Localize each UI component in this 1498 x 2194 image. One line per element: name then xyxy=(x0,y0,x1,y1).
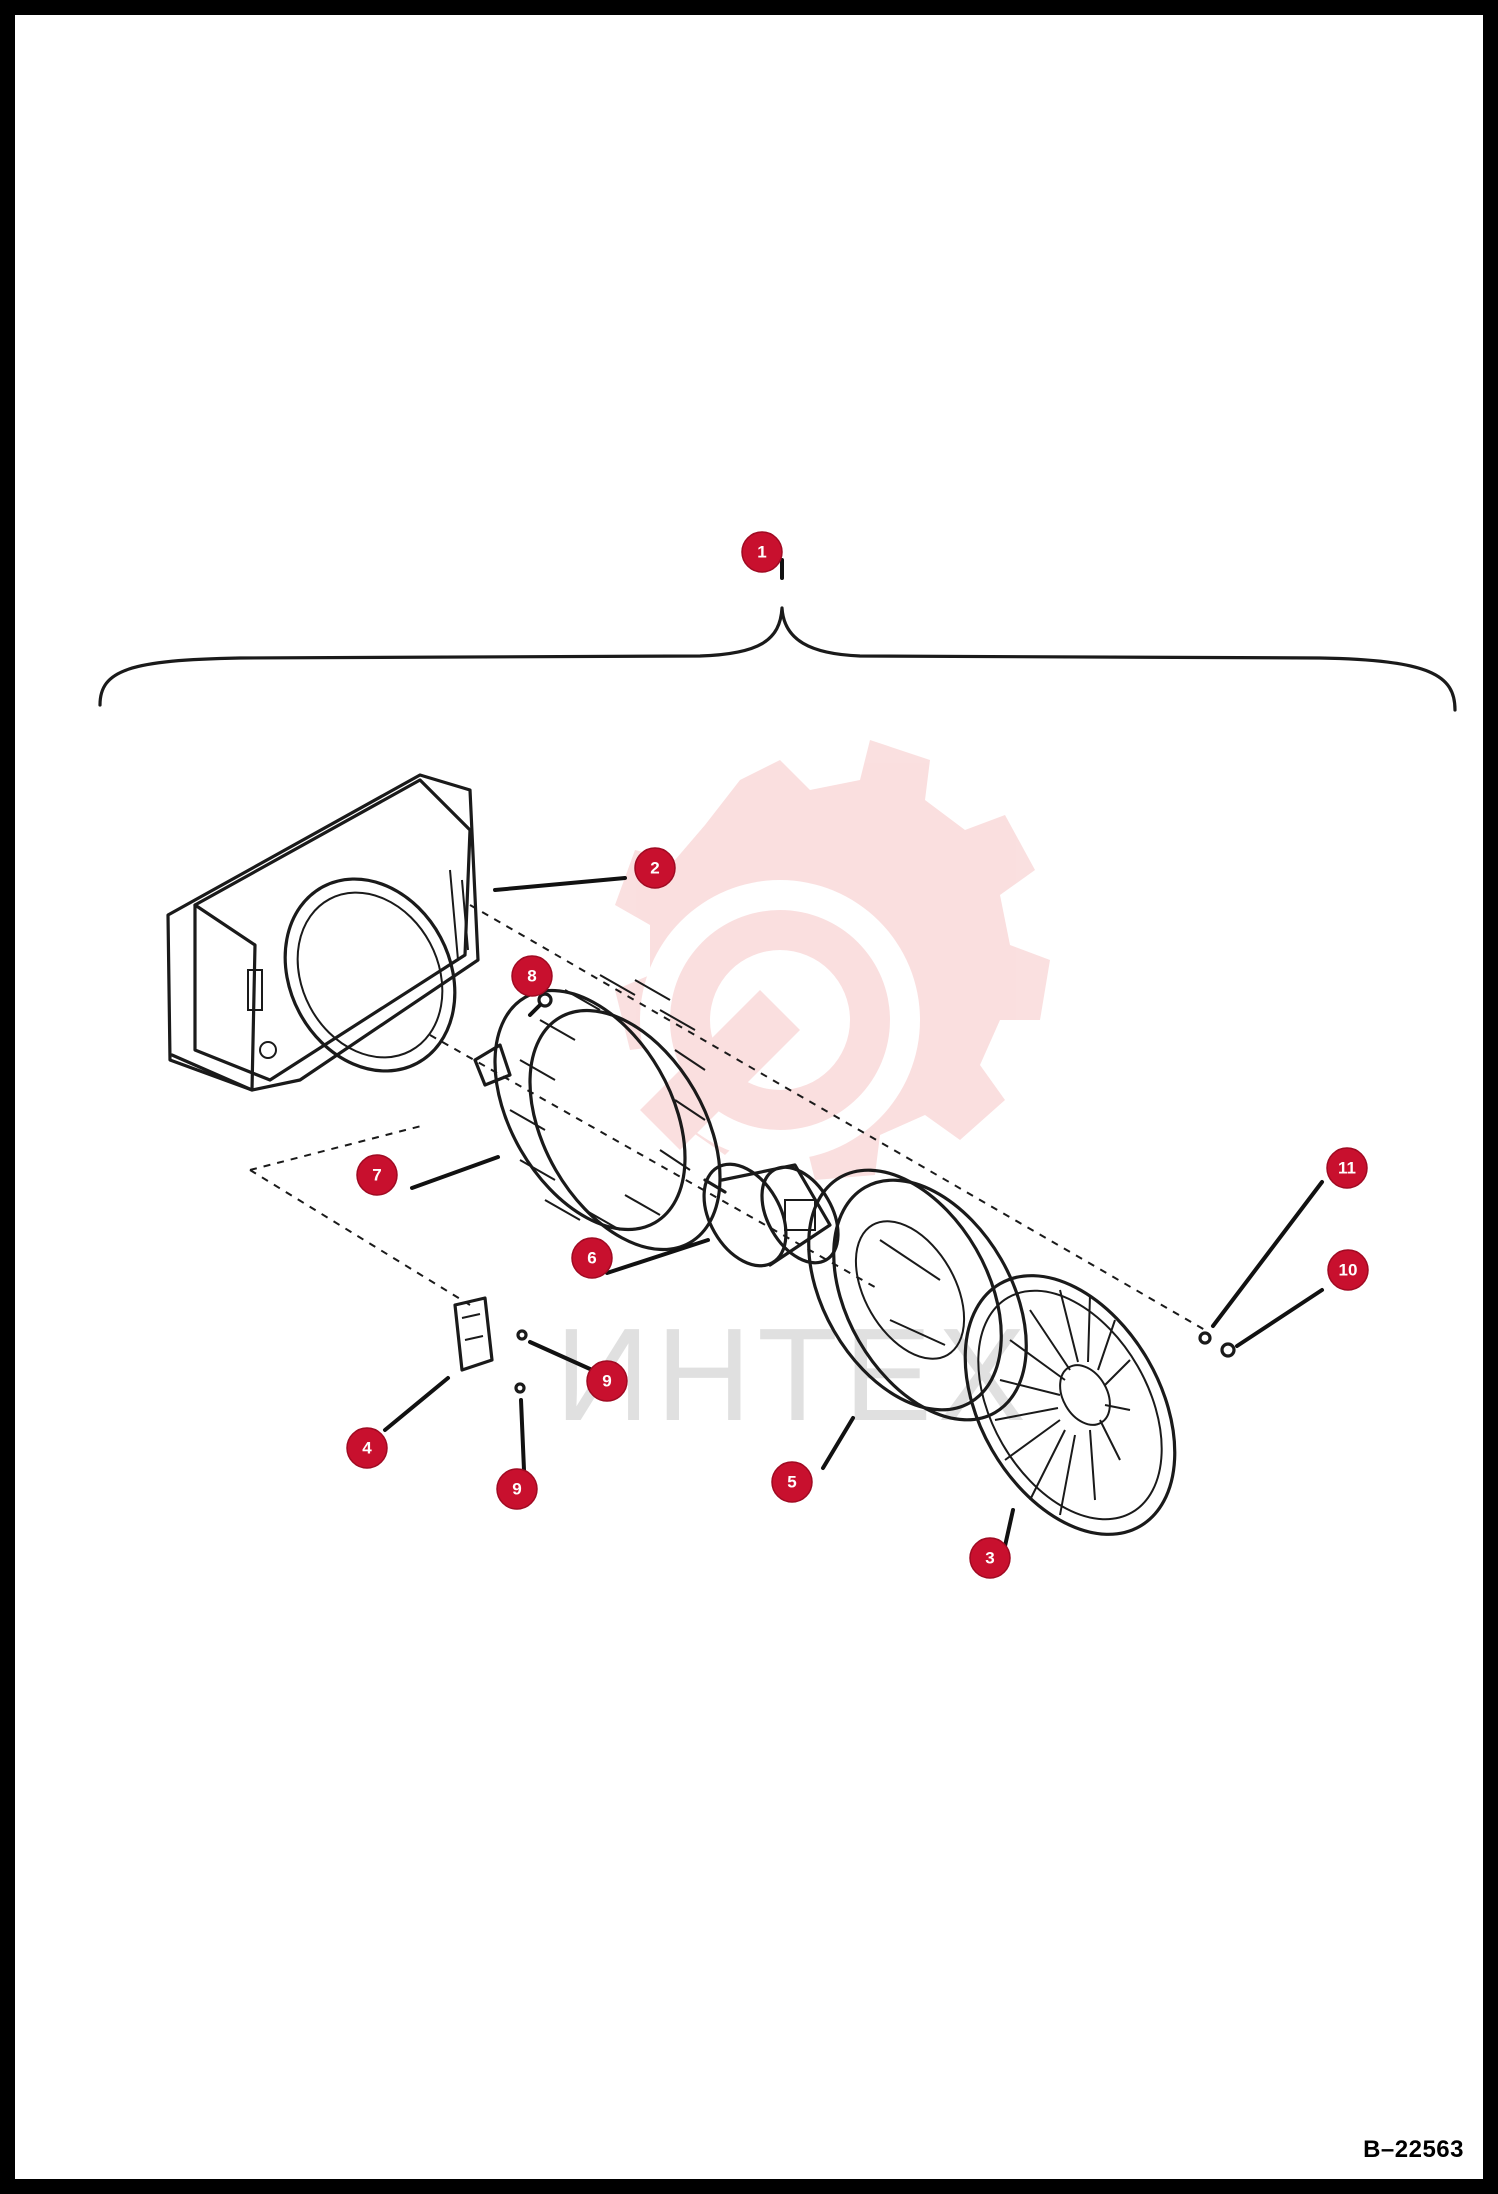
callout-9b: 9 xyxy=(496,1468,538,1510)
leader-lines xyxy=(383,876,1324,1557)
rear-housing xyxy=(807,1168,1028,1422)
leader-9b xyxy=(519,1398,526,1472)
svg-text:4: 4 xyxy=(362,1439,372,1458)
leader-5 xyxy=(821,1416,855,1470)
drawing-number: B–22563 xyxy=(1363,2136,1464,2163)
svg-text:3: 3 xyxy=(985,1549,994,1568)
callout-10: 10 xyxy=(1327,1249,1369,1291)
blower-wheel xyxy=(473,974,722,1252)
watermark-gear-logo xyxy=(615,740,1050,1180)
centerline-lower xyxy=(249,1124,471,1306)
bolt-11-head xyxy=(1198,1331,1212,1345)
callout-4: 4 xyxy=(346,1427,388,1469)
svg-text:2: 2 xyxy=(650,859,659,878)
svg-text:10: 10 xyxy=(1339,1261,1358,1280)
callout-7: 7 xyxy=(356,1154,398,1196)
nut-8 xyxy=(537,992,553,1008)
svg-text:9: 9 xyxy=(512,1480,521,1499)
leader-4 xyxy=(383,1376,450,1432)
motor xyxy=(702,1162,840,1268)
leader-8 xyxy=(528,1003,542,1017)
leader-2 xyxy=(493,876,627,892)
svg-text:11: 11 xyxy=(1338,1159,1356,1178)
callout-8: 8 xyxy=(511,955,553,997)
screw-9a-head xyxy=(516,1329,528,1341)
callout-6: 6 xyxy=(571,1237,613,1279)
svg-text:5: 5 xyxy=(787,1473,796,1492)
leader-7 xyxy=(410,1155,500,1190)
callout-1: 1 xyxy=(741,531,783,573)
svg-text:6: 6 xyxy=(587,1249,596,1268)
housing xyxy=(166,773,480,1092)
watermark-text: ИНТЕХ xyxy=(555,1301,1032,1448)
screw-9b-head xyxy=(514,1382,526,1394)
svg-text:1: 1 xyxy=(757,543,766,562)
assembly-brace xyxy=(98,606,1457,712)
svg-text:8: 8 xyxy=(527,967,536,986)
washer-10 xyxy=(1220,1342,1236,1358)
callout-2: 2 xyxy=(634,847,676,889)
cover-grille xyxy=(963,1274,1177,1536)
leader-11 xyxy=(1211,1180,1324,1328)
centerline-upper xyxy=(469,904,1206,1331)
callout-3: 3 xyxy=(969,1537,1011,1579)
leader-6 xyxy=(605,1238,710,1275)
bracket xyxy=(453,1296,494,1372)
callout-5: 5 xyxy=(771,1461,813,1503)
callout-9a: 9 xyxy=(586,1360,628,1402)
svg-text:9: 9 xyxy=(602,1372,611,1391)
callout-11: 11 xyxy=(1326,1147,1368,1189)
leader-10 xyxy=(1235,1288,1324,1348)
svg-text:7: 7 xyxy=(372,1166,381,1185)
